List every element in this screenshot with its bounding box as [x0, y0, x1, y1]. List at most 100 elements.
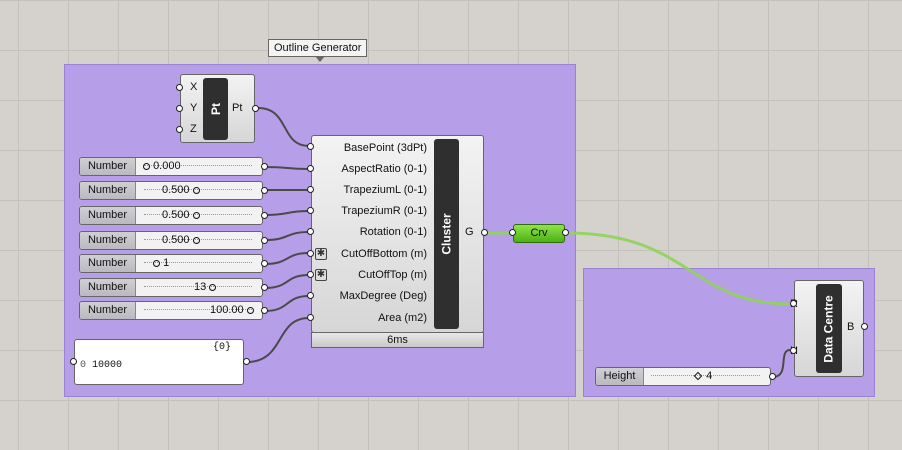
slider-knob-icon[interactable] — [153, 260, 160, 267]
height-slider[interactable]: Height 4 — [595, 367, 771, 386]
slider-knob-icon[interactable] — [143, 163, 150, 170]
datacentre-component[interactable]: R H Data Centre B — [790, 280, 864, 377]
cutofftop-gear-icon: ✱ — [315, 269, 327, 281]
cluster-input-port[interactable] — [307, 186, 314, 193]
cluster-input-label: TrapeziumR (0-1) — [341, 205, 427, 217]
datacentre-name-block: Data Centre — [816, 284, 842, 373]
cluster-output-label: G — [465, 226, 474, 238]
cluster-input-label: CutOffBottom (m) — [341, 248, 427, 260]
slider-output-port[interactable] — [261, 212, 268, 219]
wire-s3 — [264, 210, 310, 216]
crv-label: Crv — [530, 227, 548, 239]
slider-knob-icon[interactable] — [246, 307, 254, 314]
pt-input-z-label: Z — [190, 123, 197, 135]
cluster-time: 6ms — [387, 334, 408, 346]
slider-name: Number — [80, 158, 136, 175]
datacentre-name: Data Centre — [822, 294, 837, 363]
number-slider-max-degree[interactable]: Number 100.00 — [79, 301, 263, 320]
slider-value[interactable]: 0.500 — [162, 182, 200, 199]
number-slider-cutoff-bottom[interactable]: Number 1 — [79, 254, 263, 273]
cluster-input-label: CutOffTop (m) — [358, 269, 427, 281]
cluster-input-label: Rotation (0-1) — [359, 226, 427, 238]
slider-name: Number — [80, 302, 136, 319]
pt-component[interactable]: X Y Z Pt Pt — [180, 74, 255, 143]
slider-output-port[interactable] — [261, 284, 268, 291]
slider-output-port[interactable] — [261, 187, 268, 194]
slider-value-text: 100.00 — [210, 304, 244, 316]
pt-input-x-port[interactable] — [176, 84, 183, 91]
datacentre-output-label: B — [847, 321, 855, 333]
cluster-input-port[interactable] — [307, 292, 314, 299]
group-label: Outline Generator — [268, 39, 368, 62]
slider-value-text: 1 — [163, 257, 170, 269]
slider-value-text: 4 — [706, 370, 713, 382]
cluster-input-label: MaxDegree (Deg) — [339, 290, 427, 302]
pt-output-label: Pt — [232, 102, 243, 114]
number-slider-aspect[interactable]: Number 0.000 — [79, 157, 263, 176]
slider-track — [144, 309, 252, 311]
panel-output-port[interactable] — [243, 358, 250, 365]
pt-output-port[interactable] — [252, 105, 259, 112]
wire-s5 — [264, 252, 310, 265]
cutoffbottom-gear-icon: ✱ — [315, 248, 327, 260]
pt-input-y-label: Y — [190, 102, 198, 114]
number-slider-trapezium-l[interactable]: Number 0.500 — [79, 181, 263, 200]
crv-output-port[interactable] — [562, 229, 569, 236]
crv-param[interactable]: Crv — [513, 224, 565, 243]
wire-s6 — [264, 274, 310, 289]
datacentre-input-r-port[interactable] — [790, 300, 797, 307]
wire-s4 — [264, 231, 310, 241]
datacentre-output-port[interactable] — [861, 323, 868, 330]
cluster-input-port[interactable] — [307, 207, 314, 214]
slider-name: Number — [80, 182, 136, 199]
cluster-input-label: BasePoint (3dPt) — [343, 142, 427, 154]
crv-input-port[interactable] — [509, 229, 516, 236]
slider-name: Number — [80, 207, 136, 224]
wire-s1 — [264, 166, 310, 170]
number-slider-trapezium-r[interactable]: Number 0.500 — [79, 206, 263, 225]
slider-knob-icon[interactable] — [192, 212, 200, 219]
cluster-component[interactable]: BasePoint (3dPt) AspectRatio (0-1) Trape… — [311, 135, 484, 333]
cluster-input-label: Area (m2) — [378, 312, 427, 324]
panel-input-port[interactable] — [70, 358, 77, 365]
cluster-input-port[interactable] — [307, 143, 314, 150]
slider-knob-icon[interactable] — [192, 187, 200, 194]
slider-knob-icon[interactable] — [209, 284, 217, 291]
slider-output-port[interactable] — [261, 307, 268, 314]
slider-knob-icon[interactable] — [192, 237, 200, 244]
number-slider-rotation[interactable]: Number 0.500 — [79, 231, 263, 250]
slider-name: Height — [596, 368, 644, 385]
slider-value[interactable]: 0.000 — [143, 158, 181, 175]
slider-value[interactable]: 100.00 — [210, 302, 254, 319]
wire-height-h — [772, 349, 791, 378]
cluster-input-label: TrapeziumL (0-1) — [343, 184, 427, 196]
slider-output-port[interactable] — [261, 260, 268, 267]
slider-value[interactable]: 1 — [153, 255, 169, 272]
cluster-input-port[interactable] — [307, 165, 314, 172]
slider-value[interactable]: 0.500 — [162, 232, 200, 249]
slider-value[interactable]: 4 — [693, 368, 713, 385]
slider-knob-icon[interactable] — [693, 371, 703, 381]
area-panel[interactable]: {0} 0 10000 — [74, 339, 244, 385]
cluster-output-port[interactable] — [481, 229, 488, 236]
slider-value[interactable]: 13 — [194, 279, 217, 296]
height-slider-output-port[interactable] — [769, 373, 776, 380]
cluster-input-port[interactable] — [307, 271, 314, 278]
panel-value: 10000 — [92, 360, 123, 371]
slider-output-port[interactable] — [261, 237, 268, 244]
pt-input-y-port[interactable] — [176, 105, 183, 112]
pt-name: Pt — [208, 103, 223, 115]
wire-crv-r — [566, 231, 791, 306]
panel-path: {0} — [212, 342, 231, 353]
number-slider-cutoff-top[interactable]: Number 13 — [79, 278, 263, 297]
pt-input-z-port[interactable] — [176, 126, 183, 133]
cluster-input-port[interactable] — [307, 314, 314, 321]
datacentre-input-h-port[interactable] — [790, 347, 797, 354]
cluster-input-port[interactable] — [307, 250, 314, 257]
slider-track — [144, 262, 252, 264]
slider-value[interactable]: 0.500 — [162, 207, 200, 224]
pt-input-x-label: X — [190, 81, 198, 93]
slider-output-port[interactable] — [261, 163, 268, 170]
wire-panel-area — [246, 317, 310, 363]
cluster-input-port[interactable] — [307, 228, 314, 235]
